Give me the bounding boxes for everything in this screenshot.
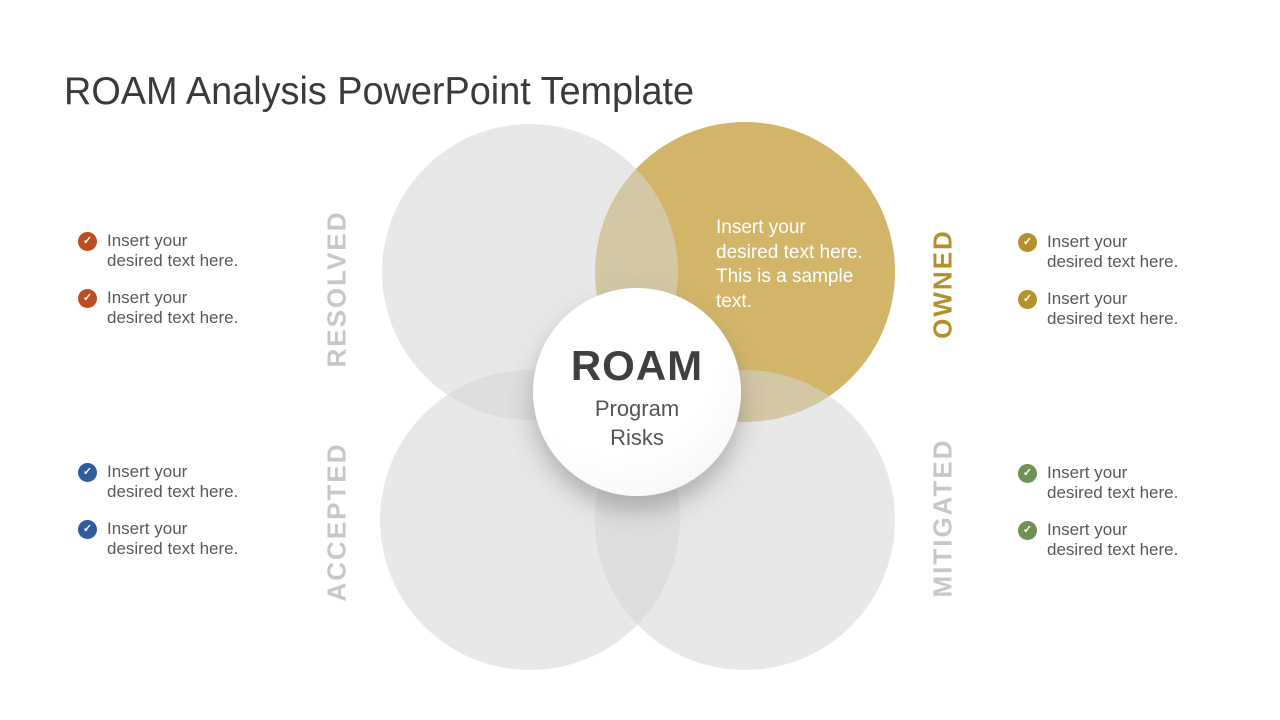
owned-bullet-group: ✓ Insert your desired text here. ✓ Inser… (1018, 232, 1178, 329)
list-item: ✓ Insert your desired text here. (78, 519, 238, 559)
list-item: ✓ Insert your desired text here. (1018, 463, 1178, 503)
list-item: ✓ Insert your desired text here. (78, 231, 238, 271)
label-resolved: RESOLVED (321, 210, 352, 368)
bullet-placeholder-text: Insert your desired text here. (107, 519, 239, 558)
list-item: ✓ Insert your desired text here. (1018, 289, 1178, 329)
page-title: ROAM Analysis PowerPoint Template (64, 70, 695, 114)
bullet-placeholder-text: Insert your desired text here. (1047, 289, 1179, 328)
check-icon: ✓ (78, 232, 97, 251)
list-item: ✓ Insert your desired text here. (78, 462, 238, 502)
center-subheading: Program Risks (594, 396, 680, 450)
list-item: ✓ Insert your desired text here. (1018, 232, 1178, 272)
check-icon: ✓ (1018, 464, 1037, 483)
bullet-placeholder-text: Insert your desired text here. (1047, 520, 1179, 559)
check-icon: ✓ (78, 463, 97, 482)
center-circle: ROAM Program Risks (533, 288, 741, 496)
label-mitigated: MITIGATED (927, 438, 958, 598)
check-icon: ✓ (78, 520, 97, 539)
check-icon: ✓ (1018, 521, 1037, 540)
bullet-placeholder-text: Insert your desired text here. (107, 231, 239, 270)
bullet-placeholder-text: Insert your desired text here. (107, 462, 239, 501)
owned-sample-text: Insert your desired text here. This is a… (716, 217, 863, 312)
accepted-bullet-group: ✓ Insert your desired text here. ✓ Inser… (78, 462, 238, 559)
bullet-placeholder-text: Insert your desired text here. (1047, 232, 1179, 271)
label-accepted: ACCEPTED (321, 442, 352, 602)
label-owned: OWNED (927, 229, 958, 339)
list-item: ✓ Insert your desired text here. (1018, 520, 1178, 560)
list-item: ✓ Insert your desired text here. (78, 288, 238, 328)
center-heading: ROAM (570, 342, 704, 390)
check-icon: ✓ (78, 289, 97, 308)
bullet-placeholder-text: Insert your desired text here. (1047, 463, 1179, 502)
check-icon: ✓ (1018, 233, 1037, 252)
bullet-placeholder-text: Insert your desired text here. (107, 288, 239, 327)
mitigated-bullet-group: ✓ Insert your desired text here. ✓ Inser… (1018, 463, 1178, 560)
check-icon: ✓ (1018, 290, 1037, 309)
resolved-bullet-group: ✓ Insert your desired text here. ✓ Inser… (78, 231, 238, 328)
